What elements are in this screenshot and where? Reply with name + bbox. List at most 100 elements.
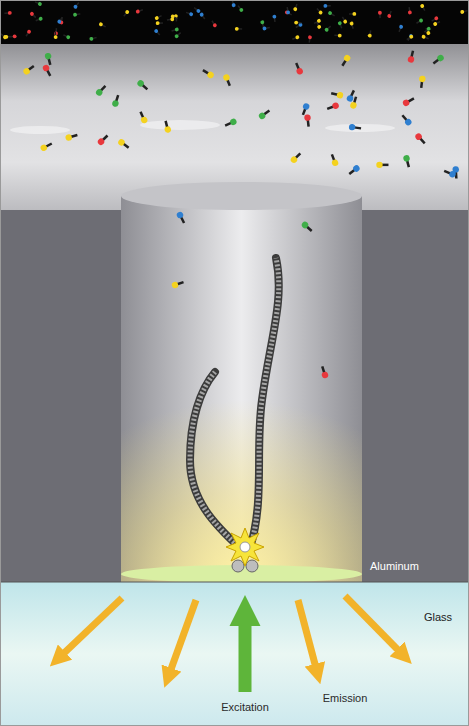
dye bbox=[286, 10, 290, 14]
dye bbox=[26, 29, 31, 34]
dye bbox=[352, 12, 356, 16]
nucleotide bbox=[340, 54, 352, 68]
nucleotide bbox=[237, 4, 244, 12]
nucleotide bbox=[431, 54, 445, 66]
nucleotide bbox=[154, 14, 162, 21]
nucleotide bbox=[418, 75, 426, 88]
dye bbox=[296, 67, 304, 75]
aluminum-layer: Aluminum bbox=[362, 210, 469, 582]
nucleotide bbox=[171, 27, 179, 33]
dye bbox=[308, 35, 312, 39]
dye bbox=[262, 26, 266, 30]
dye bbox=[323, 4, 327, 8]
dye bbox=[54, 35, 58, 39]
nucleotide bbox=[300, 220, 313, 233]
dye bbox=[376, 162, 382, 168]
nucleotide bbox=[316, 7, 324, 15]
dye bbox=[89, 37, 94, 42]
nucleotide-cloud bbox=[0, 0, 468, 379]
nucleotide bbox=[307, 35, 312, 43]
nucleotide bbox=[387, 10, 393, 18]
nucleotide bbox=[431, 16, 439, 23]
emission-arrow bbox=[62, 598, 122, 655]
dye bbox=[57, 19, 62, 24]
dye bbox=[260, 20, 265, 25]
nucleotide bbox=[57, 16, 64, 24]
nucleotide bbox=[329, 153, 339, 167]
nucleotide bbox=[4, 11, 11, 15]
nucleotide bbox=[167, 17, 175, 22]
nucleotide bbox=[376, 162, 388, 168]
dye bbox=[29, 11, 34, 16]
dye bbox=[402, 98, 411, 107]
dye bbox=[407, 56, 415, 64]
dye bbox=[336, 91, 344, 99]
dye bbox=[387, 13, 392, 18]
nucleotide bbox=[407, 50, 416, 63]
dye bbox=[294, 21, 298, 25]
dye bbox=[206, 71, 215, 80]
dye bbox=[331, 102, 339, 110]
nucleotide bbox=[34, 0, 42, 6]
nucleotide bbox=[171, 279, 185, 289]
dye bbox=[13, 34, 17, 38]
nucleotide bbox=[42, 64, 53, 78]
dye bbox=[135, 9, 140, 14]
nucleotide bbox=[24, 29, 31, 37]
dye bbox=[300, 220, 309, 229]
well-opening bbox=[121, 182, 362, 210]
nucleotide bbox=[285, 7, 290, 15]
nucleotide bbox=[334, 33, 342, 37]
nucleotide bbox=[174, 31, 182, 39]
dna-strand bbox=[250, 258, 279, 548]
dye bbox=[117, 138, 126, 147]
nucleotide bbox=[95, 84, 108, 97]
dye bbox=[73, 4, 78, 9]
nucleotide bbox=[300, 102, 310, 116]
nucleotide bbox=[240, 542, 250, 552]
dye bbox=[95, 88, 104, 97]
nucleotide bbox=[293, 3, 299, 11]
polymerase bbox=[232, 560, 244, 572]
dye bbox=[289, 155, 298, 164]
dye bbox=[349, 21, 354, 26]
dye bbox=[2, 34, 7, 39]
nucleotide bbox=[397, 24, 403, 32]
dna-strand bbox=[190, 372, 240, 548]
dye bbox=[338, 34, 342, 38]
nucleotide bbox=[420, 3, 427, 11]
nucleotide bbox=[349, 124, 362, 132]
dye bbox=[235, 27, 239, 31]
nucleotide bbox=[460, 9, 468, 14]
nucleotide bbox=[421, 34, 429, 40]
dye bbox=[22, 67, 31, 76]
nucleotide bbox=[97, 133, 110, 146]
nucleotide bbox=[289, 151, 302, 164]
nucleotide bbox=[349, 21, 355, 29]
nucleotide bbox=[407, 7, 412, 15]
nucleotide bbox=[230, 0, 236, 8]
nucleotide bbox=[346, 89, 357, 103]
nucleotide bbox=[294, 21, 301, 25]
dye bbox=[65, 134, 73, 142]
dye bbox=[399, 24, 404, 29]
nucleotide bbox=[349, 12, 356, 16]
dye bbox=[8, 11, 12, 15]
nucleotide bbox=[258, 108, 272, 120]
nucleotide bbox=[292, 35, 300, 41]
dye bbox=[318, 10, 323, 15]
dye bbox=[37, 2, 42, 7]
dye bbox=[97, 137, 106, 146]
dye bbox=[403, 154, 411, 162]
nucleotide bbox=[414, 132, 427, 145]
nucleotide bbox=[156, 21, 163, 25]
dye bbox=[317, 24, 322, 29]
dye bbox=[154, 16, 159, 21]
fluorescence-flash bbox=[226, 528, 264, 566]
dye bbox=[258, 111, 267, 120]
dye bbox=[295, 35, 300, 40]
dye bbox=[170, 17, 174, 21]
nucleotide bbox=[347, 164, 361, 177]
nucleotide bbox=[330, 90, 343, 99]
